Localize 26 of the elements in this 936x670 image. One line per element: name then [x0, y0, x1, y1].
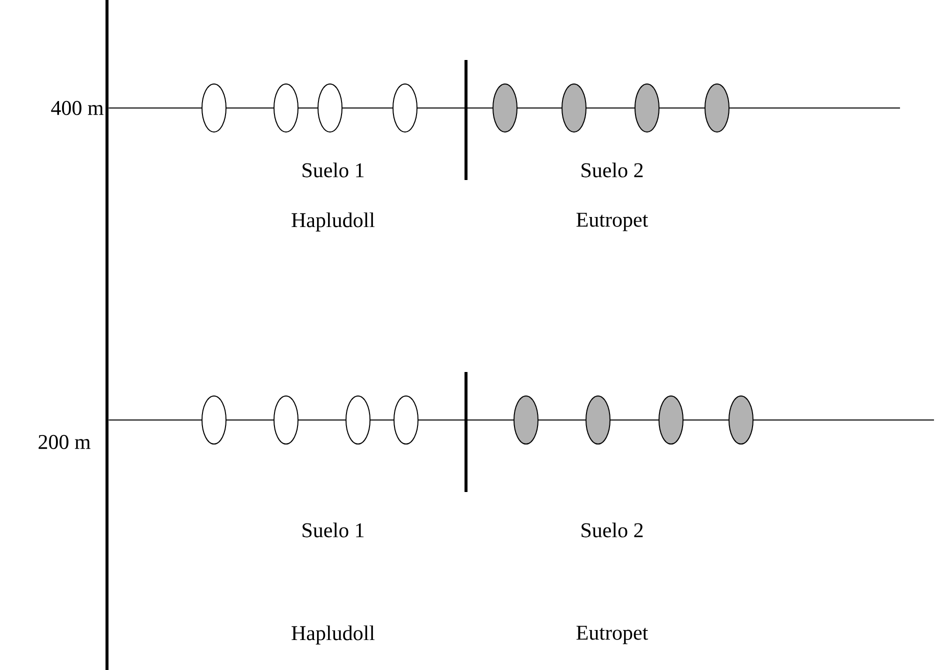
sample-ellipse	[658, 396, 684, 444]
text-label: Suelo 1	[302, 522, 364, 538]
sample-ellipse	[202, 84, 226, 132]
text-label: Suelo 2	[582, 522, 643, 538]
sample-ellipse	[274, 84, 298, 132]
text-label: Eutropet	[576, 212, 648, 232]
sample-ellipse	[346, 396, 370, 444]
sample-ellipse	[562, 84, 586, 132]
sample-ellipse	[704, 84, 730, 132]
sample-ellipse	[514, 396, 538, 444]
sample-ellipse	[634, 84, 660, 132]
sample-ellipse	[394, 396, 418, 444]
sample-ellipse	[274, 396, 298, 444]
text-label: Eutropet	[576, 626, 648, 644]
text-label: Hapludoll	[292, 212, 375, 232]
sample-ellipse	[728, 396, 754, 444]
text-label: Suelo 1	[302, 162, 364, 178]
sample-ellipse	[492, 84, 518, 132]
text-label: 400 m	[51, 100, 104, 116]
sample-ellipse	[392, 84, 418, 132]
sample-ellipse	[586, 396, 610, 444]
text-label: Hapludoll	[292, 625, 375, 645]
vertical-axis	[106, 0, 108, 670]
sample-ellipse	[202, 396, 226, 444]
text-label: Suelo 2	[582, 162, 643, 178]
sample-ellipse	[318, 84, 342, 132]
